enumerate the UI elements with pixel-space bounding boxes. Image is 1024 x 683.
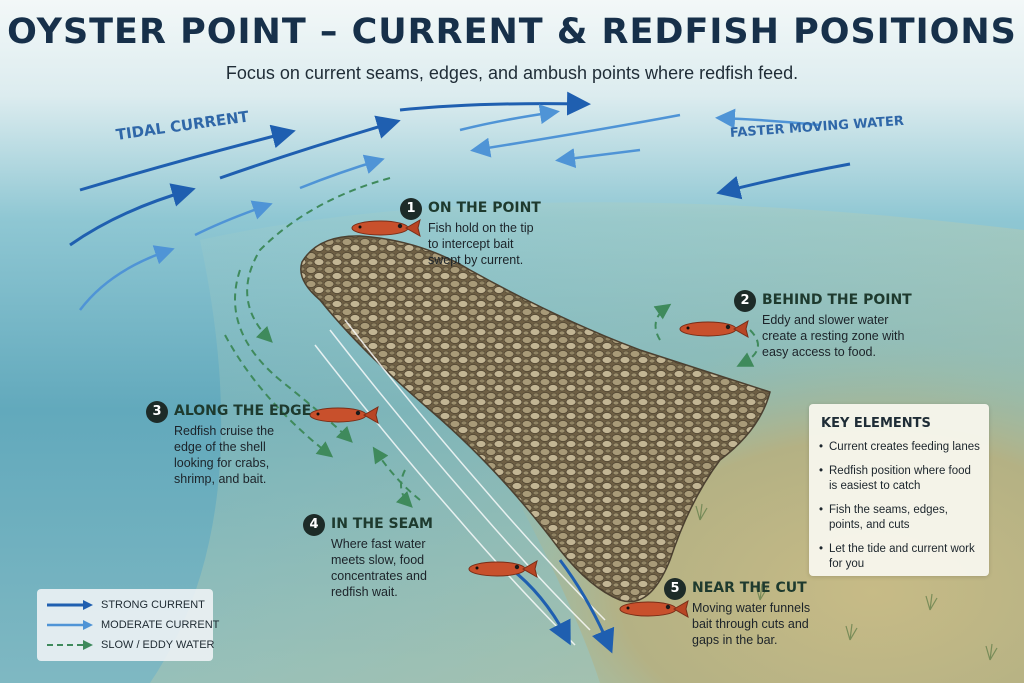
strong-current-arrows — [69, 91, 851, 654]
callout-number: 5 — [664, 578, 686, 600]
slow-eddy-arrow-icon — [47, 640, 93, 650]
callout-heading: BEHIND THE POINT — [762, 292, 912, 308]
callout-heading: IN THE SEAM — [331, 516, 433, 532]
callout-number: 1 — [400, 198, 422, 220]
key-elements-panel: KEY ELEMENTS Current creates feeding lan… — [809, 404, 989, 576]
legend-label: STRONG CURRENT — [101, 599, 205, 611]
callout-number: 4 — [303, 514, 325, 536]
key-element-item: Let the tide and current work for you — [819, 542, 981, 572]
legend-moderate-current: MODERATE CURRENT — [45, 617, 219, 633]
strong-current-arrow-icon — [47, 600, 93, 610]
legend-strong-current: STRONG CURRENT — [45, 597, 211, 613]
oyster-bar — [300, 235, 771, 603]
key-elements-title: KEY ELEMENTS — [821, 416, 931, 431]
redfish-2 — [679, 319, 749, 339]
slow-eddy-arrows — [224, 177, 759, 508]
callout-number: 2 — [734, 290, 756, 312]
callout-heading: ALONG THE EDGE — [174, 403, 312, 419]
redfish-1 — [351, 218, 421, 238]
key-element-item: Redfish position where food is easiest t… — [819, 464, 981, 494]
legend-label: MODERATE CURRENT — [101, 619, 220, 631]
callout-heading: NEAR THE CUT — [692, 580, 807, 596]
callout-body: Eddy and slower water create a resting z… — [762, 313, 905, 359]
callout-body: Fish hold on the tip to intercept bait s… — [428, 221, 534, 267]
moderate-current-arrow-icon — [47, 620, 93, 630]
redfish-4 — [468, 559, 538, 579]
callout-body: Where fast water meets slow, food concen… — [331, 537, 427, 599]
callout-body: Moving water funnels bait through cuts a… — [692, 601, 811, 647]
page-title: OYSTER POINT – CURRENT & REDFISH POSITIO… — [7, 12, 1017, 52]
page-subtitle: Focus on current seams, edges, and ambus… — [225, 63, 799, 83]
redfish-5 — [619, 599, 689, 619]
callout-body: Redfish cruise the edge of the shell loo… — [174, 424, 275, 486]
callout-heading: ON THE POINT — [428, 200, 541, 216]
moderate-current-arrows — [79, 104, 821, 311]
white-water-foam — [314, 319, 606, 646]
callout-number: 3 — [146, 401, 168, 423]
legend-slow-eddy: SLOW / EDDY WATER — [45, 637, 215, 653]
key-element-item: Current creates feeding lanes — [819, 440, 981, 455]
key-element-item: Fish the seams, edges, points, and cuts — [819, 503, 981, 533]
legend-label: SLOW / EDDY WATER — [101, 639, 215, 651]
legend: STRONG CURRENT MODERATE CURRENT SLOW / E… — [37, 589, 219, 661]
redfish-3 — [309, 405, 379, 425]
key-elements-list: Current creates feeding lanes Redfish po… — [819, 440, 981, 581]
